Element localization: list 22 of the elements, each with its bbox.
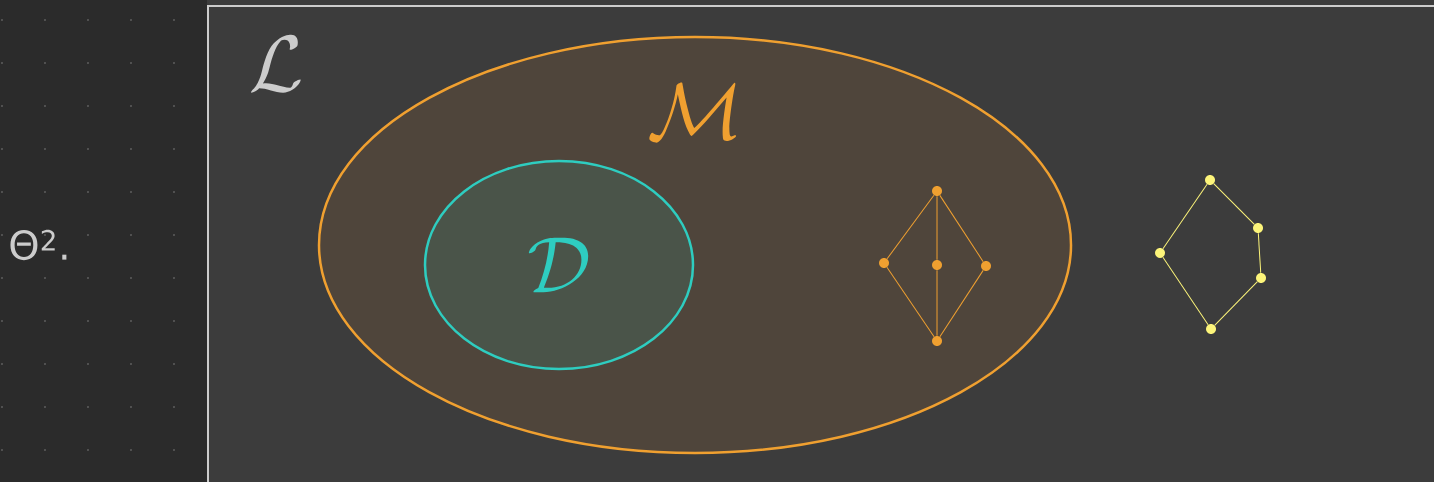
lattice-point bbox=[879, 258, 889, 268]
lattice-line bbox=[886, 194, 935, 260]
lattice-point bbox=[1256, 273, 1266, 283]
lattice-line bbox=[1162, 256, 1209, 326]
lattice-line bbox=[939, 269, 984, 338]
lattice-line bbox=[936, 195, 938, 261]
lattice-line bbox=[886, 266, 935, 338]
lattice-point bbox=[932, 186, 942, 196]
lattice-point bbox=[1155, 248, 1165, 258]
lattice-point bbox=[1206, 324, 1216, 334]
lattice-point bbox=[932, 260, 942, 270]
lattice-point bbox=[1253, 223, 1263, 233]
lattice-line bbox=[936, 269, 938, 337]
lattice-line bbox=[1162, 183, 1208, 250]
lattice-point bbox=[981, 261, 991, 271]
formula-label: Θ$^{2}$. bbox=[10, 229, 67, 261]
lattice-line bbox=[1214, 281, 1258, 326]
lattice-line bbox=[1213, 183, 1255, 225]
lattice-line bbox=[1257, 232, 1262, 274]
lattice-point bbox=[932, 336, 942, 346]
lattice-point bbox=[1205, 175, 1215, 185]
lattice-line bbox=[939, 194, 984, 263]
